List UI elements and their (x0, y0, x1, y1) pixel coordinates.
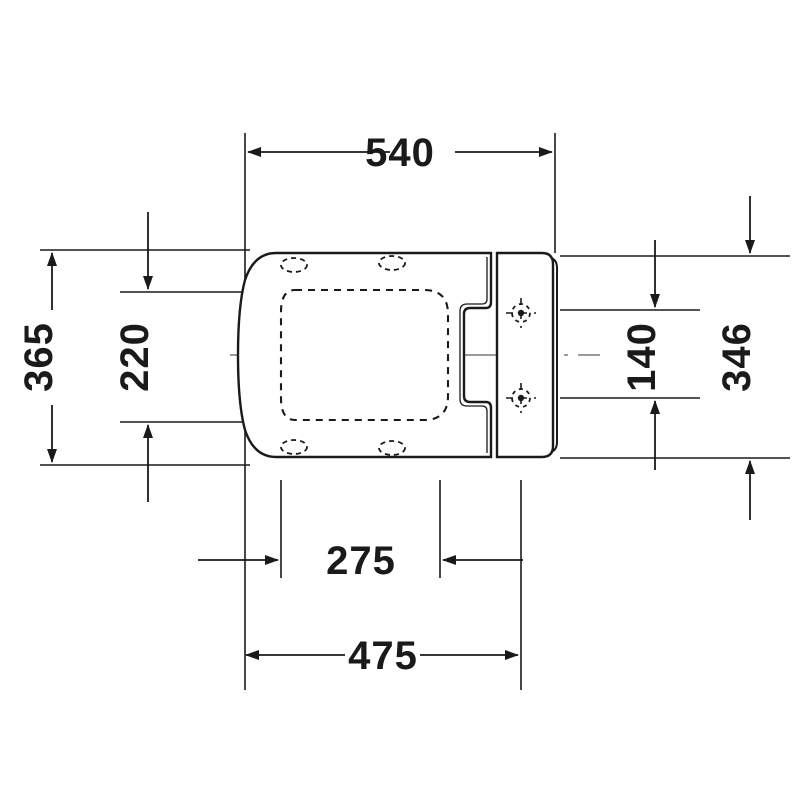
mounting-hole-upper (506, 298, 536, 328)
bumper-bottom-left (280, 439, 308, 455)
dimension-365-label: 365 (17, 322, 61, 392)
dimension-220: 220 (113, 212, 157, 502)
hinge-plate (495, 251, 555, 459)
dimension-275-label: 275 (326, 539, 396, 583)
toilet-seat-geometry (236, 251, 558, 459)
seat-lid-outline (236, 251, 493, 459)
dimension-475: 475 (245, 634, 519, 678)
dimension-346: 346 (715, 196, 759, 520)
mounting-hole-lower (506, 383, 536, 413)
dimension-140-label: 140 (620, 322, 664, 392)
dimension-140: 140 (620, 240, 664, 470)
dimension-365: 365 (17, 252, 61, 463)
hinge-plate-back-lip (550, 257, 558, 453)
bumper-top-right (378, 255, 406, 271)
bumper-bottom-right (378, 440, 406, 456)
bumper-top-left (280, 257, 308, 273)
seat-notch-inner-edge (459, 257, 488, 453)
dimension-346-label: 346 (715, 322, 759, 392)
dimension-220-label: 220 (113, 322, 157, 392)
extension-lines (40, 133, 790, 690)
dimension-475-label: 475 (348, 634, 418, 678)
dimension-540-label: 540 (365, 131, 435, 175)
dimension-540: 540 (247, 131, 553, 175)
dimension-275: 275 (198, 539, 523, 583)
seat-opening-dashed (279, 288, 450, 422)
